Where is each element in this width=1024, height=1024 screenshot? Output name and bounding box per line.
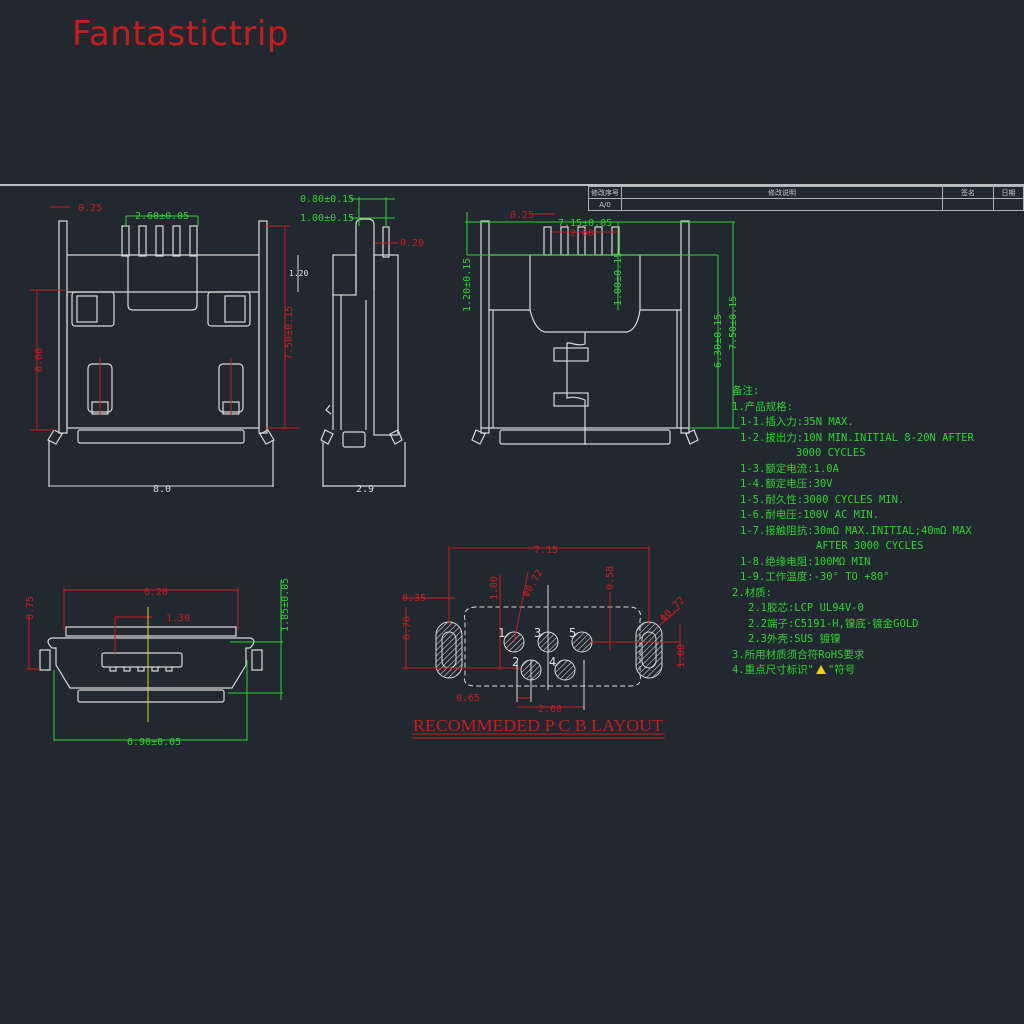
pcb-dim-left-off: 0.35 [402, 593, 426, 604]
front-dim-inner: 1.20 [289, 269, 308, 278]
note-item: 1-1.插入力:35N MAX. [740, 416, 854, 428]
brand-logo: Fantastictrip [72, 14, 290, 54]
top-dim-mid-h: 1.00±0.15 [613, 252, 624, 306]
pcb-dim-h-pin: 1.00 [489, 576, 500, 600]
top-dim-0.25: 0.25 [510, 210, 534, 221]
pcb-layout-title: RECOMMEDED P C B LAYOUT [413, 716, 664, 735]
notes-heading: 备注: [732, 385, 760, 397]
material-item: 2.1胶芯:LCP UL94V-0 [748, 602, 864, 614]
tb-cell-rev: A/0 [588, 198, 622, 211]
end-dim-left: 0.75 [25, 596, 36, 620]
divider-line [0, 184, 1024, 186]
front-dim-right-height: 7.50±0.15 [284, 306, 295, 360]
top-dim-overall: 7.15±0.05 [558, 218, 612, 229]
notes-block: 备注: 1.产品规格: 1-1.插入力:35N MAX. 1-2.拔出力:10N MI… [732, 384, 974, 679]
warning-triangle-icon [815, 665, 826, 674]
tb-cell-date [993, 198, 1024, 211]
note-4-suffix: "符号 [827, 664, 856, 676]
side-view-dims [350, 197, 398, 244]
note-4-prefix: 4.重点尺寸标识" [732, 664, 814, 676]
end-view [39, 626, 263, 703]
note-item: 1-2.拔出力:10N MIN.INITIAL 8-20N AFTER [740, 431, 974, 444]
note-item: 1-3.额定电流:1.0A [740, 462, 839, 475]
side-dim-top2: 1.00±0.15 [300, 213, 354, 224]
note-3: 3.所用材质须合符RoHS要求 [732, 648, 865, 661]
pcb-dim-right-h: 1.00 [676, 644, 687, 668]
front-dim-0.25: 0.25 [78, 203, 102, 214]
note-item-cont: 3000 CYCLES [796, 447, 866, 459]
pcb-pin-2: 2 [512, 655, 519, 669]
pcb-layout [402, 546, 681, 739]
end-view-dims [27, 580, 283, 741]
front-dim-width: 8.0 [153, 484, 171, 495]
pcb-dim-pitch: 0.65 [456, 693, 480, 704]
pcb-pin-4: 4 [549, 655, 556, 669]
note-item: 1-9.工作温度:-30° TO +80° [740, 571, 890, 583]
pcb-dim-overall: 7.15 [534, 545, 558, 556]
front-dim-left-height: 6.00 [34, 348, 45, 372]
side-dim-width: 2.9 [356, 484, 374, 495]
revision-title-block: 修改序号 修改说明 签名 日期 A/0 [588, 186, 1024, 214]
notes-section-2: 2.材质: [732, 586, 772, 599]
pcb-dim-r2: Φ0.72 [658, 595, 687, 624]
note-item: 1-6.耐电压:100V AC MIN. [740, 509, 879, 521]
note-item: 1-8.绝缘电阻:100MΩ MIN [740, 555, 871, 568]
pcb-dim-left-h: 0.70 [402, 616, 413, 640]
pcb-pin-3: 3 [534, 626, 541, 640]
end-dim-bottom: 6.90±0.05 [127, 737, 181, 748]
top-view [471, 220, 699, 445]
top-dim-left-h: 1.20±0.15 [462, 258, 473, 312]
note-item-cont: AFTER 3000 CYCLES [816, 540, 924, 552]
pcb-dim-top-right: 0.58 [605, 566, 616, 590]
material-item: 2.3外壳:SUS 镀镍 [748, 633, 841, 645]
note-4: 4.重点尺寸标识" "符号 [732, 663, 974, 679]
top-dim-pin-span: 2.60 [570, 228, 594, 239]
note-item: 1-5.耐久性:3000 CYCLES MIN. [740, 493, 905, 506]
top-dim-h1: 6.30±0.15 [713, 314, 724, 368]
top-view-dims [465, 212, 740, 429]
pcb-pin-1: 1 [498, 626, 505, 640]
notes-section-1: 1.产品规格: [732, 400, 793, 413]
end-dim-right: 1.85±0.05 [280, 578, 291, 632]
pcb-dim-r1: Φ0.72 [521, 568, 546, 600]
note-item: 1-4.额定电压:30V [740, 478, 833, 490]
front-dim-pin-span: 2.60±0.05 [135, 211, 189, 222]
side-dim-right: 0.20 [400, 238, 424, 249]
end-dim-top: 6.20 [144, 587, 168, 598]
end-dim-inner: 1.30 [166, 613, 190, 624]
pcb-dim-span: 2.60 [538, 704, 562, 715]
side-dim-top1: 0.80±0.15 [300, 194, 354, 205]
front-view [47, 220, 275, 487]
note-item: 1-7.接触阻抗:30mΩ MAX.INITIAL;40mΩ MAX [740, 524, 972, 537]
material-item: 2.2端子:C5191-H,镍底·镀金GOLD [748, 617, 919, 630]
side-view [320, 218, 406, 487]
front-view-dims [30, 206, 300, 487]
top-dim-h2: 7.50±0.15 [728, 296, 739, 350]
pcb-pin-5: 5 [569, 626, 576, 640]
